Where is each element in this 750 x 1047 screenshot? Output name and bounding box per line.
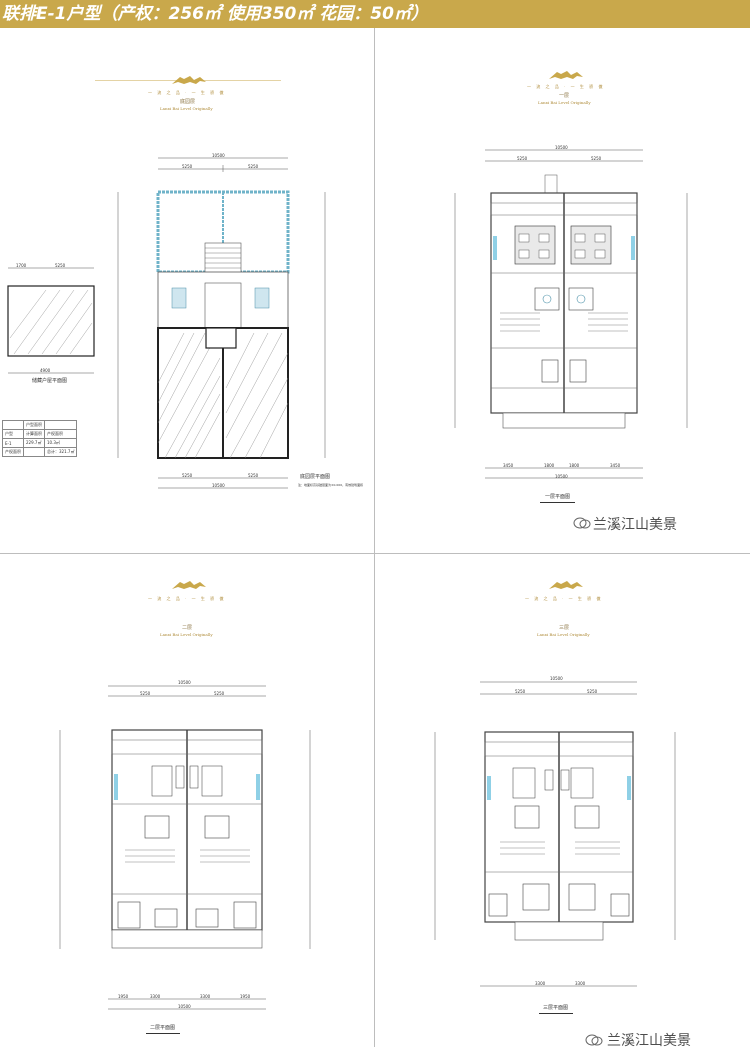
logo-horse-icon xyxy=(549,71,583,79)
dim-half-right: 5250 xyxy=(591,156,602,161)
dim-total-bottom: 10500 xyxy=(555,474,568,479)
dim-half-right: 5250 xyxy=(248,164,259,169)
dim-bottom-1: 3300 xyxy=(535,981,546,986)
dim-bottom-3: 1800 xyxy=(569,463,580,468)
dim-half-left-bottom: 5250 xyxy=(182,473,193,478)
dim-total-bottom: 10500 xyxy=(212,483,225,488)
dim-total-top: 10500 xyxy=(555,145,568,150)
brand-slogan: 一 流 之 品 · 一 生 骄 傲 xyxy=(148,90,226,95)
roof-dim-1: 1700 xyxy=(16,263,27,268)
garden-plan-caption: 底园层平面图 xyxy=(300,474,331,480)
panel-third-floor: 一 流 之 品 · 一 生 骄 傲 三层 Lanxi Bai Level Ori… xyxy=(375,554,750,1047)
logo-horse-icon xyxy=(549,581,583,589)
dim-bottom-4: 1950 xyxy=(240,994,251,999)
dim-bottom-1: 3450 xyxy=(503,463,514,468)
floor-subtitle-en: Lanxi Bai Level Originally xyxy=(160,632,213,637)
dim-bottom-4: 3450 xyxy=(610,463,621,468)
panel-second-floor: 一 流 之 品 · 一 生 骄 傲 二层 Lanxi Bai Level Ori… xyxy=(0,554,374,1047)
dim-half-right: 5250 xyxy=(214,691,225,696)
dim-half-left: 5250 xyxy=(140,691,151,696)
floor-name: 一层 xyxy=(559,93,570,99)
dim-total-top: 10500 xyxy=(212,153,225,158)
second-floor-plan-caption: 二层平面图 xyxy=(150,1025,176,1031)
logo-horse-icon xyxy=(172,581,206,589)
caption-underline xyxy=(539,1013,573,1014)
floor-name: 二层 xyxy=(182,625,193,631)
dim-total-top: 10500 xyxy=(178,680,191,685)
roof-plan-caption: 储藏户屋平面图 xyxy=(32,378,68,384)
page-title: 联排E-1户型（产权：256㎡ 使用350㎡ 花园：50㎡） xyxy=(2,4,428,24)
dim-total-bottom: 10500 xyxy=(178,1004,191,1009)
dim-bottom-2: 3300 xyxy=(150,994,161,999)
vertical-divider xyxy=(374,28,375,1047)
brand-slogan: 一 流 之 品 · 一 生 骄 傲 xyxy=(527,84,605,89)
page-header: 联排E-1户型（产权：256㎡ 使用350㎡ 花园：50㎡） xyxy=(0,0,750,28)
brand-slogan: 一 流 之 品 · 一 生 骄 傲 xyxy=(525,596,603,601)
dim-bottom-2: 3300 xyxy=(575,981,586,986)
watermark-text: 兰溪江山美景 xyxy=(607,1033,691,1047)
dim-bottom-3: 3300 xyxy=(200,994,211,999)
caption-underline xyxy=(146,1033,180,1034)
roof-dim-2: 5250 xyxy=(55,263,66,268)
wechat-icon xyxy=(585,1034,603,1046)
floor-name: 底园层 xyxy=(180,99,196,105)
plan-note: 注：地面标高基础层面为±0.000，有效建筑面积 xyxy=(298,483,364,487)
wechat-icon xyxy=(573,517,591,529)
caption-underline xyxy=(540,502,575,503)
watermark-text: 兰溪江山美景 xyxy=(593,517,677,533)
third-floor-plan xyxy=(434,681,676,987)
dim-total-top: 10500 xyxy=(550,676,563,681)
floor-subtitle-en: Lanxi Bai Level Originally xyxy=(160,106,213,111)
panel-first-floor: 一 流 之 品 · 一 生 骄 傲 一层 Lanxi Bai Level Ori… xyxy=(375,28,750,553)
dim-bottom-2: 1800 xyxy=(544,463,555,468)
dim-half-left: 5250 xyxy=(517,156,528,161)
panel-garden-level: 一 流 之 品 · 一 生 骄 傲 底园层 Lanxi Bai Level Or… xyxy=(0,28,374,553)
brand-slogan: 一 流 之 品 · 一 生 骄 傲 xyxy=(148,596,226,601)
first-floor-plan xyxy=(454,149,688,479)
floor-subtitle-en: Lanxi Bai Level Originally xyxy=(538,100,591,105)
third-floor-plan-caption: 三层平面图 xyxy=(543,1005,569,1011)
first-floor-plan-caption: 一层平面图 xyxy=(545,494,571,500)
gold-rule xyxy=(95,80,281,81)
dim-half-left: 5250 xyxy=(515,689,526,694)
dim-half-right: 5250 xyxy=(587,689,598,694)
floor-subtitle-en: Lanxi Bai Level Originally xyxy=(537,632,590,637)
floor-name: 三层 xyxy=(559,625,570,631)
roof-dim-3: 4900 xyxy=(40,368,51,373)
dim-half-right-bottom: 5250 xyxy=(248,473,259,478)
garden-floor-plan xyxy=(7,157,326,489)
horizontal-divider xyxy=(0,553,750,554)
dim-half-left: 5250 xyxy=(182,164,193,169)
dim-bottom-1: 1950 xyxy=(118,994,129,999)
second-floor-plan xyxy=(59,685,311,1010)
